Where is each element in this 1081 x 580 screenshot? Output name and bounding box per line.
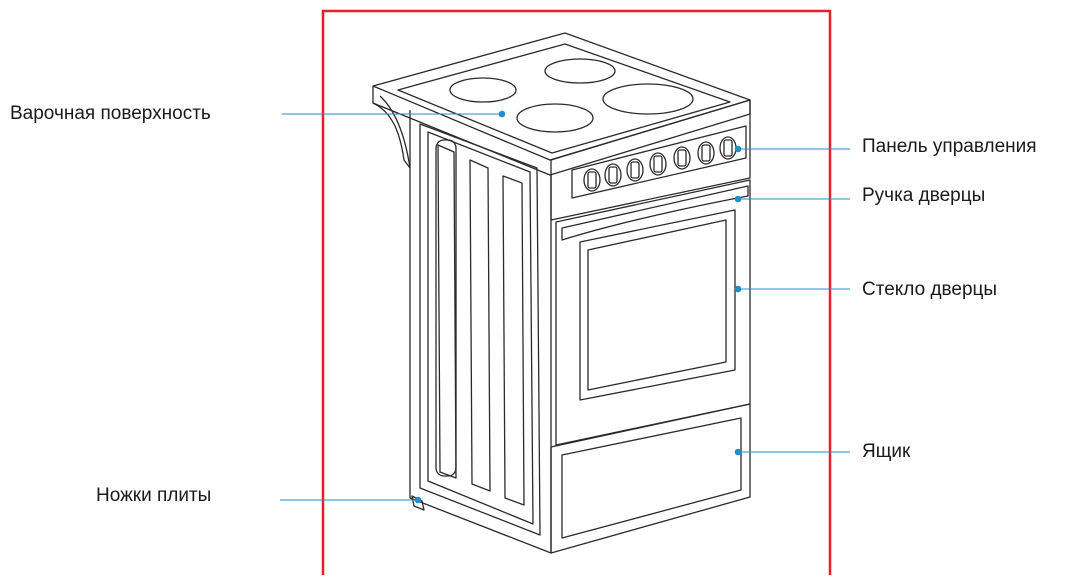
leader-dot-door-handle (734, 195, 742, 203)
drawer-panel (550, 403, 751, 554)
side-panel-frame (419, 123, 541, 536)
side-rib-1b (437, 144, 457, 479)
red-frame (321, 9, 832, 575)
cooktop-inner (397, 43, 731, 154)
drawer-front (561, 417, 742, 539)
label-control-panel: Панель управления (862, 136, 1037, 157)
leader-dot-control-panel (734, 145, 742, 153)
door-handle (561, 185, 749, 241)
leader-dot-cooktop (498, 110, 506, 118)
burner-rear-right (544, 58, 616, 84)
knobs (583, 136, 737, 192)
leader-dot-legs (414, 496, 422, 504)
stove-outline (372, 32, 751, 554)
door-window-outer (579, 209, 736, 401)
burner-rear-left (449, 77, 517, 103)
side-rib-2 (469, 159, 491, 492)
burner-front-right (602, 83, 694, 115)
leader-lines (280, 110, 850, 504)
burner-front-left (516, 103, 594, 133)
label-drawer: Ящик (862, 441, 911, 462)
label-legs: Ножки плиты (96, 485, 212, 506)
label-cooktop: Варочная поверхность (10, 103, 211, 124)
label-door-handle: Ручка дверцы (862, 185, 986, 206)
rear-bracket (372, 95, 411, 169)
side-rib-1 (435, 139, 457, 477)
cooktop-surface (372, 32, 751, 161)
control-strip (571, 125, 747, 199)
label-door-glass: Стекло дверцы (862, 279, 998, 300)
side-panel-edge (409, 110, 552, 554)
control-panel (550, 99, 751, 221)
leader-dot-door-glass (734, 285, 742, 293)
side-rib-3 (502, 175, 525, 506)
side-panel-inner (427, 131, 534, 525)
leader-dot-drawer (734, 448, 742, 456)
oven-door (555, 179, 751, 446)
door-glass (587, 219, 727, 391)
